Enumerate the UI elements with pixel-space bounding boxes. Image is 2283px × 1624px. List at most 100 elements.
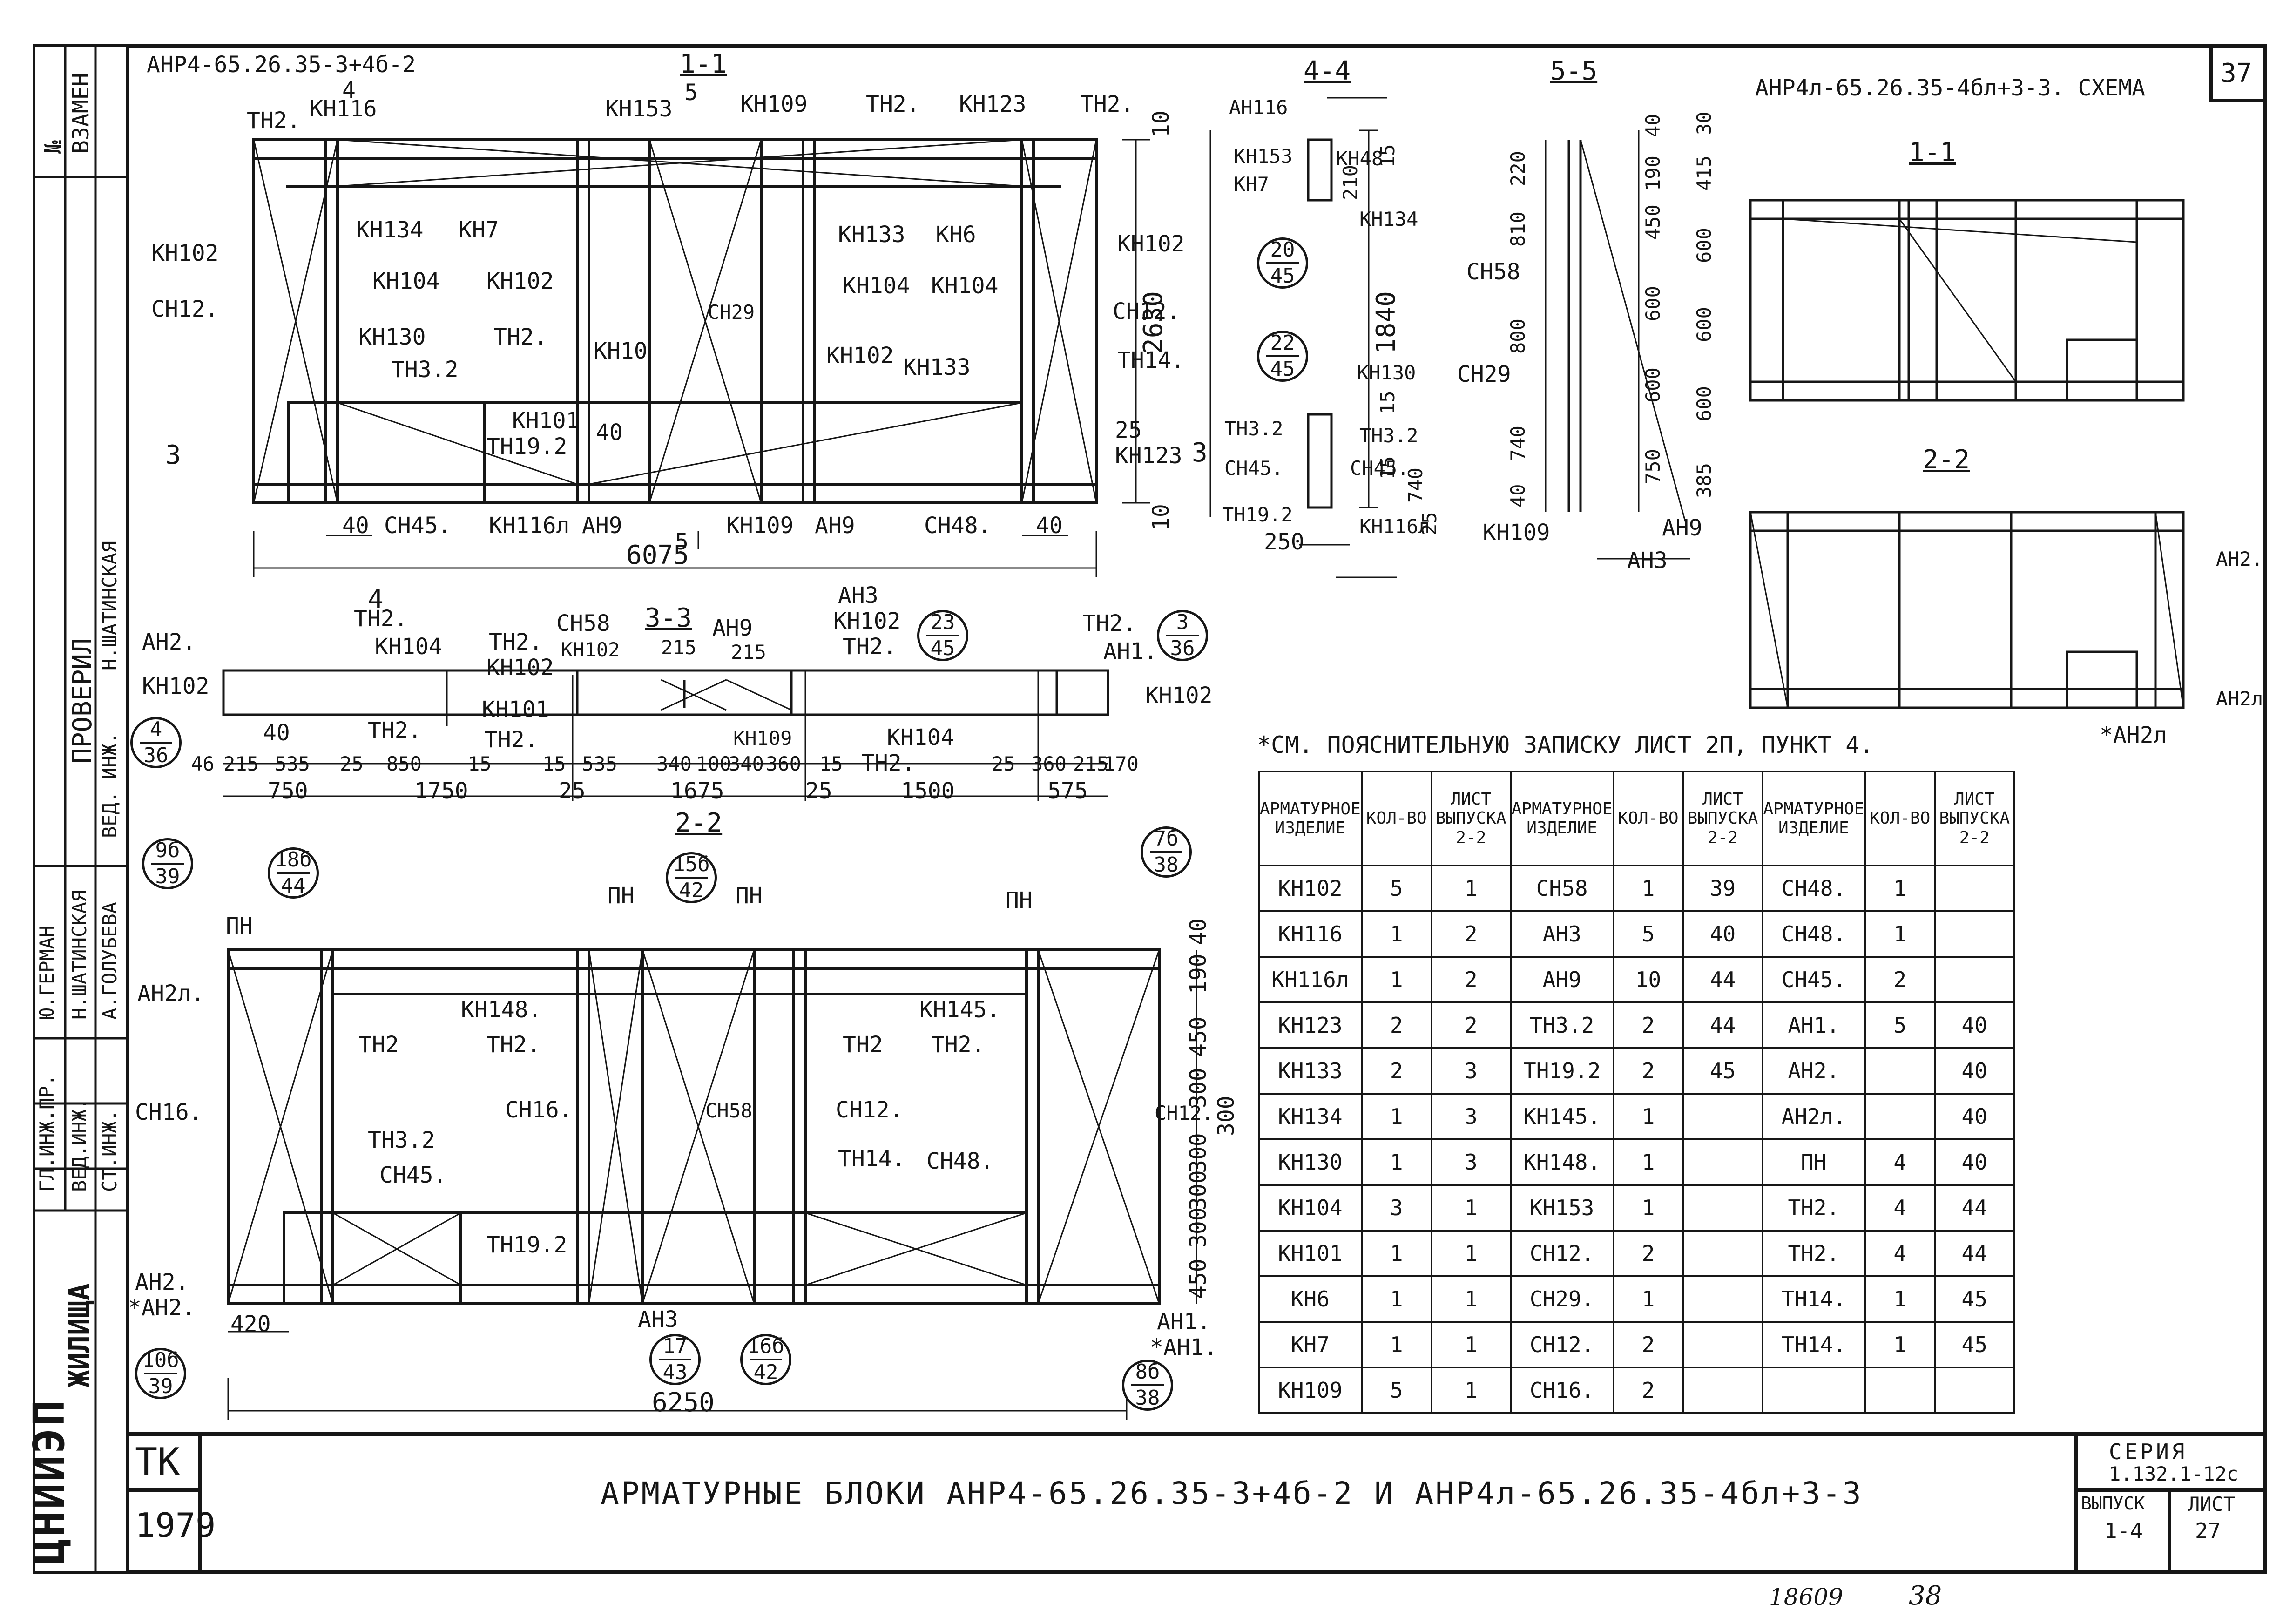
b-sn12-b: СН12. bbox=[1155, 1102, 1214, 1124]
spec-cell: АН2. bbox=[1761, 1047, 1866, 1095]
issue-value: 1-4 bbox=[2104, 1518, 2143, 1543]
pdim-25-d: 25 bbox=[805, 778, 832, 804]
spec-header-cell: ЛИСТ ВЫПУСКА 2-2 bbox=[1682, 771, 1763, 866]
pdim-215-a: 215 bbox=[223, 752, 259, 775]
pdim-46: 46 bbox=[191, 752, 215, 775]
s45-an116: АН116 bbox=[1229, 96, 1288, 119]
pdim-100: 100 bbox=[696, 752, 731, 775]
title-year: 1979 bbox=[135, 1506, 216, 1545]
bdim-300-e: 300 bbox=[1185, 1207, 1211, 1248]
plan-an3: АН3 bbox=[838, 582, 878, 609]
b-pn-4: ПН bbox=[1006, 887, 1033, 914]
d44-210: 210 bbox=[1339, 165, 1362, 200]
spec-cell: 40 bbox=[1934, 1047, 2015, 1095]
b-an2: АН2. bbox=[135, 1269, 189, 1295]
d45-600-c: 600 bbox=[1693, 307, 1716, 342]
b-an3: АН3 bbox=[638, 1306, 678, 1333]
d44-250: 250 bbox=[1264, 529, 1304, 555]
spec-cell: 10 bbox=[1612, 956, 1684, 1003]
d45-740: 740 bbox=[1506, 426, 1529, 461]
section-3-3: 3-3 bbox=[645, 603, 692, 633]
spec-cell bbox=[1934, 956, 2015, 1003]
plan-th2-c: ТН2. bbox=[489, 629, 543, 655]
bdim-40: 40 bbox=[1185, 918, 1211, 945]
spec-cell bbox=[1682, 1093, 1763, 1140]
cut-3-left: 3 bbox=[165, 440, 181, 470]
s45-kn7: КН7 bbox=[1234, 173, 1269, 196]
spec-cell: СН45. bbox=[1761, 956, 1866, 1003]
d44-15-b: 15 bbox=[1376, 391, 1399, 414]
spec-header-cell: АРМАТУРНОЕ ИЗДЕЛИЕ bbox=[1761, 771, 1866, 866]
spec-cell: АН2л. bbox=[1761, 1093, 1866, 1140]
d45-40-bot: 40 bbox=[1506, 484, 1529, 508]
b-th3-2: ТН3.2 bbox=[368, 1127, 435, 1153]
spec-cell: 1 bbox=[1864, 865, 1936, 912]
spec-cell bbox=[1761, 1367, 1866, 1414]
scheme-an2: АН2. bbox=[2216, 548, 2263, 570]
spec-cell: 1 bbox=[1430, 1275, 1512, 1323]
s45-kn153: КН153 bbox=[1234, 145, 1293, 168]
pdim-15-a: 15 bbox=[468, 752, 492, 775]
spec-cell: 1 bbox=[1360, 910, 1432, 958]
spec-cell: 44 bbox=[1934, 1184, 2015, 1232]
pdim-1500: 1500 bbox=[901, 778, 955, 804]
pdim-15-c: 15 bbox=[819, 752, 843, 775]
spec-cell: 5 bbox=[1864, 1001, 1936, 1049]
dim-top-40-right: 40 bbox=[1036, 513, 1063, 539]
pdim-360-b: 360 bbox=[1031, 752, 1067, 775]
spec-cell: 2 bbox=[1612, 1001, 1684, 1049]
label-kn102-right: КН102 bbox=[826, 343, 894, 369]
label-th19-2-top: ТН19.2 bbox=[486, 433, 567, 460]
s55-an3: АН3 bbox=[1627, 548, 1668, 574]
scheme-1-1: 1-1 bbox=[1909, 137, 1956, 168]
label-kn109-bot: КН109 bbox=[726, 513, 794, 539]
cut-4-top: 4 bbox=[342, 77, 356, 103]
spec-cell: 1 bbox=[1360, 956, 1432, 1003]
b-sn58: СН58 bbox=[705, 1099, 753, 1122]
spec-cell bbox=[1934, 1367, 2015, 1414]
spec-cell: 5 bbox=[1360, 1367, 1432, 1414]
spec-cell bbox=[1682, 1275, 1763, 1323]
d45-190: 190 bbox=[1641, 156, 1664, 191]
spec-cell: КН7 bbox=[1258, 1321, 1363, 1368]
label-kn7: КН7 bbox=[459, 217, 499, 243]
spec-table: АРМАТУРНОЕ ИЗДЕЛИЕ КОЛ-ВО ЛИСТ ВЫПУСКА 2… bbox=[1258, 771, 2015, 1414]
scheme-2-2: 2-2 bbox=[1923, 445, 1970, 475]
d45-385: 385 bbox=[1693, 463, 1716, 498]
spec-cell: КН153 bbox=[1509, 1184, 1614, 1232]
issue-label: ВЫПУСК bbox=[2081, 1493, 2145, 1514]
section-5-5: 5-5 bbox=[1550, 56, 1598, 86]
bdim-450-b: 450 bbox=[1185, 1259, 1211, 1299]
b-kn145: КН145. bbox=[919, 997, 1000, 1023]
b-sn45: СН45. bbox=[379, 1162, 447, 1188]
spec-cell: 4 bbox=[1864, 1138, 1936, 1186]
spec-cell: 2 bbox=[1430, 910, 1512, 958]
spec-cell: КН102 bbox=[1258, 865, 1363, 912]
spec-cell bbox=[1864, 1093, 1936, 1140]
spec-cell: СН12. bbox=[1509, 1321, 1614, 1368]
spec-cell bbox=[1864, 1367, 1936, 1414]
spec-cell: ПН bbox=[1761, 1138, 1866, 1186]
spec-cell: 2 bbox=[1430, 1001, 1512, 1049]
spec-cell: 2 bbox=[1612, 1230, 1684, 1277]
b-an1: АН1. bbox=[1157, 1309, 1211, 1335]
pdim-850: 850 bbox=[386, 752, 422, 775]
spec-cell: АН3 bbox=[1509, 910, 1614, 958]
spec-cell: 1 bbox=[1864, 1321, 1936, 1368]
spec-cell: 45 bbox=[1934, 1321, 2015, 1368]
spec-cell: СН48. bbox=[1761, 865, 1866, 912]
section-2-2-bottom: 2-2 bbox=[675, 808, 723, 838]
explanatory-note: *СМ. ПОЯСНИТЕЛЬНУЮ ЗАПИСКУ ЛИСТ 2П, ПУНК… bbox=[1257, 731, 1874, 758]
bdim-420: 420 bbox=[230, 1311, 271, 1337]
